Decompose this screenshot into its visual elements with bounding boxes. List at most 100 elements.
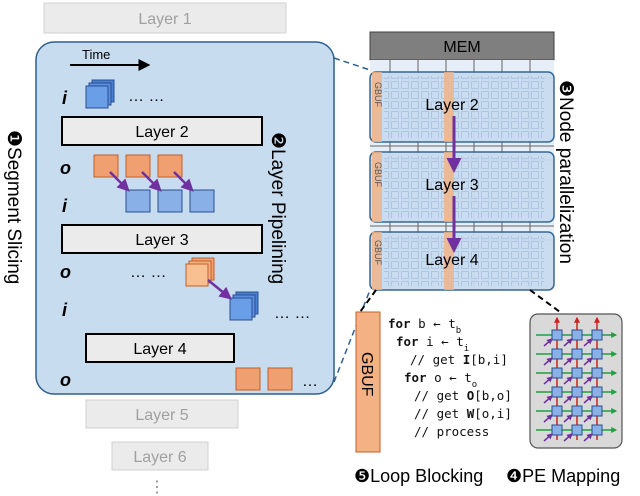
input-tile-stack-1 xyxy=(85,79,115,109)
pe-cell xyxy=(571,424,583,436)
node-layer-3: Layer 3 xyxy=(369,151,555,223)
pe-cell xyxy=(571,329,583,341)
ellipsis-row-4: … xyxy=(302,373,318,390)
loop-code: for b ← tb for i ← ti // get I[b,i] for … xyxy=(388,316,512,439)
gbuf-column-label: GBUF xyxy=(358,352,375,397)
svg-text:❸Node parallelization: ❸Node parallelization xyxy=(555,80,576,264)
chip-gbuf-label-3: GBUF xyxy=(373,240,383,266)
zoom-line-top xyxy=(333,57,371,71)
ellipsis-row-3: … … xyxy=(130,264,166,281)
output-tiles-row-4 xyxy=(235,367,293,391)
segment-layer-4-label: Layer 4 xyxy=(133,341,186,358)
pe-cell xyxy=(571,348,583,360)
row-label-o-2: o xyxy=(60,262,71,282)
pe-cell xyxy=(591,348,603,360)
pe-cell xyxy=(551,424,563,436)
code-line-1: for b ← tb xyxy=(388,316,461,336)
pe-cell xyxy=(551,386,563,398)
node-layer-2: Layer 2 xyxy=(369,71,555,143)
row-label-i-2: i xyxy=(62,196,68,216)
row-label-i-3: i xyxy=(62,300,68,320)
pe-diagonal-arrow xyxy=(543,338,553,347)
row-label-o-1: o xyxy=(60,158,71,178)
pipeline-arrow-row-3 xyxy=(207,279,232,300)
pe-cell xyxy=(571,367,583,379)
pe-cell xyxy=(591,329,603,341)
node-layer-2-label: Layer 2 xyxy=(425,97,478,114)
zoom-line-bottom xyxy=(333,289,371,383)
ellipsis-row-1: … … xyxy=(128,88,164,105)
pe-diagonal-arrow xyxy=(583,338,593,347)
layer-1-label: Layer 1 xyxy=(138,11,191,28)
input-tiles-row-2 xyxy=(125,189,215,213)
segment-layer-2: Layer 2 xyxy=(61,116,263,146)
caption-loop-blocking: ❺Loop Blocking xyxy=(354,466,483,486)
segment-layer-2-label: Layer 2 xyxy=(135,124,188,141)
mem-block: MEM xyxy=(369,31,555,61)
segment-layer-3-label: Layer 3 xyxy=(135,232,188,249)
code-line-2: for i ← ti xyxy=(396,334,469,354)
pe-diagonal-arrow xyxy=(583,357,593,366)
pe-cell xyxy=(591,405,603,417)
pe-diagonal-arrow xyxy=(563,357,573,366)
pe-cell xyxy=(551,367,563,379)
node-layer-3-label: Layer 3 xyxy=(425,177,478,194)
pe-cell xyxy=(591,367,603,379)
caption-pe-mapping: ❹PE Mapping xyxy=(506,466,620,486)
pe-array xyxy=(536,316,618,442)
output-tiles-row-2 xyxy=(93,154,183,178)
gbuf-column: GBUF xyxy=(355,311,381,453)
pe-diagonal-arrow xyxy=(543,357,553,366)
pe-diagonal-arrow xyxy=(563,414,573,423)
node-layer-4: Layer 4 xyxy=(369,231,555,291)
svg-text:❶Segment Slicing: ❶Segment Slicing xyxy=(3,130,24,284)
layer-6-label: Layer 6 xyxy=(133,449,186,466)
caption-segment-slicing: ❶Segment Slicing xyxy=(3,130,24,284)
pipeline-arrows-row-2 xyxy=(109,171,194,192)
time-label: Time xyxy=(82,47,110,62)
code-line-6: // get W[o,i] xyxy=(414,406,512,421)
layer-6-box: Layer 6 xyxy=(111,441,209,471)
pe-cell xyxy=(551,405,563,417)
code-line-3: // get I[b,i] xyxy=(410,352,508,367)
chip-gbuf-label-1: GBUF xyxy=(373,82,383,108)
mem-label: MEM xyxy=(443,39,480,56)
node-layer-4-label: Layer 4 xyxy=(425,252,478,269)
pe-cell xyxy=(551,329,563,341)
pe-diagonal-arrow xyxy=(583,395,593,404)
pe-cell xyxy=(591,386,603,398)
code-line-7: // process xyxy=(414,424,489,439)
pe-mapping-panel xyxy=(529,313,623,449)
vertical-ellipsis: ⋮ xyxy=(149,479,165,496)
code-line-5: // get O[b,o] xyxy=(414,388,512,403)
pe-diagonal-arrow xyxy=(583,433,593,442)
pe-diagonal-arrow xyxy=(543,376,553,385)
segment-layer-4: Layer 4 xyxy=(85,333,235,363)
pe-diagonal-arrow xyxy=(563,376,573,385)
pe-diagonal-arrow xyxy=(543,433,553,442)
layer-1-box: Layer 1 xyxy=(43,2,287,34)
row-label-o-3: o xyxy=(60,370,71,390)
pe-diagonal-arrow xyxy=(583,414,593,423)
caption-layer-pipelining: ❷Layer Pipelining xyxy=(267,132,288,284)
layer-5-label: Layer 5 xyxy=(135,407,188,424)
pe-diagonal-arrow xyxy=(583,376,593,385)
svg-text:❷Layer Pipelining: ❷Layer Pipelining xyxy=(267,132,288,284)
zoom-line-gbuf xyxy=(359,289,377,313)
pe-diagonal-arrow xyxy=(543,414,553,423)
zoom-line-pe xyxy=(529,289,561,313)
caption-node-parallelization: ❸Node parallelization xyxy=(555,80,576,264)
pe-diagonal-arrow xyxy=(563,395,573,404)
row-label-i-1: i xyxy=(62,88,68,108)
pe-diagonal-arrow xyxy=(543,395,553,404)
pe-cell xyxy=(571,405,583,417)
pe-diagonal-arrow xyxy=(563,433,573,442)
pe-diagonal-arrow xyxy=(563,338,573,347)
code-line-4: for o ← to xyxy=(404,370,477,390)
layer-5-box: Layer 5 xyxy=(85,399,239,429)
pe-cell xyxy=(551,348,563,360)
output-tile-stack-3 xyxy=(185,257,215,287)
chip-gbuf-label-2: GBUF xyxy=(373,162,383,188)
ellipsis-row-3b: … … xyxy=(274,305,310,322)
